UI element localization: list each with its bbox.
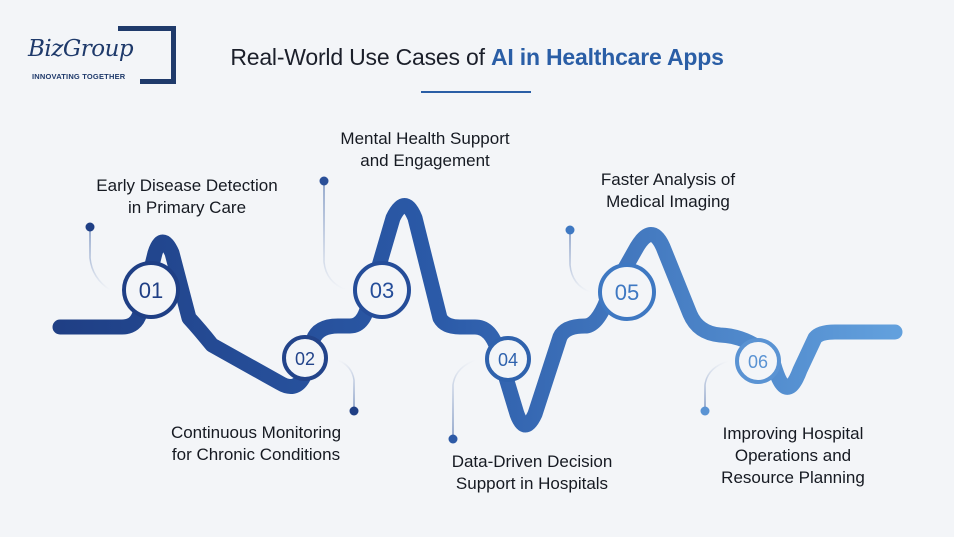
step-number-05: 05	[615, 280, 639, 305]
logo-wordmark: BizGroup	[28, 36, 136, 62]
connector-dot-06	[700, 406, 710, 416]
step-number-02: 02	[295, 349, 315, 369]
step-label-06: Improving Hospital Operations and Resour…	[688, 423, 898, 489]
step-number-06: 06	[748, 352, 768, 372]
step-marker-06: 06	[735, 338, 781, 384]
step-label-02-line1: Continuous Monitoring	[170, 423, 342, 442]
logo-tagline: INNOVATING TOGETHER	[32, 72, 126, 81]
step-label-02-line2: for Chronic Conditions	[171, 445, 341, 464]
connector-dot-04	[448, 434, 458, 444]
step-label-01: Early Disease Detection in Primary Care	[62, 175, 312, 219]
page-title: Real-World Use Cases of AI in Healthcare…	[0, 44, 954, 71]
connector-dot-05	[565, 225, 575, 235]
wave-line	[52, 198, 903, 433]
step-label-03-line2: and Engagement	[360, 151, 490, 170]
step-label-01-line2: in Primary Care	[127, 198, 247, 217]
bizgroup-logo: BizGroup INNOVATING TOGETHER	[22, 24, 176, 88]
connector-lines	[85, 176, 729, 444]
connector-dot-03	[319, 176, 329, 186]
step-number-04: 04	[498, 350, 518, 370]
connector-dot-02	[349, 406, 359, 416]
title-highlight: AI in Healthcare Apps	[490, 44, 724, 70]
step-label-01-line1: Early Disease Detection	[96, 176, 278, 195]
step-label-03-line1: Mental Health Support	[340, 129, 510, 148]
title-prefix: Real-World Use Cases of	[230, 44, 491, 70]
step-marker-05: 05	[598, 263, 656, 321]
step-label-06-line1: Improving Hospital	[722, 424, 864, 443]
step-marker-01: 01	[122, 261, 180, 319]
step-label-03: Mental Health Support and Engagement	[305, 128, 545, 172]
step-label-04-line1: Data-Driven Decision	[451, 452, 613, 471]
step-label-02: Continuous Monitoring for Chronic Condit…	[141, 422, 371, 466]
logo-frame	[118, 26, 176, 84]
step-label-04: Data-Driven Decision Support in Hospital…	[422, 451, 642, 495]
step-marker-04: 04	[485, 336, 531, 382]
step-number-03: 03	[370, 278, 394, 303]
title-underline	[421, 91, 531, 93]
step-marker-03: 03	[353, 261, 411, 319]
step-number-01: 01	[139, 278, 163, 303]
step-label-04-line2: Support in Hospitals	[455, 474, 609, 493]
step-label-06-line3: Resource Planning	[721, 468, 865, 487]
logo-frame-bottom	[140, 79, 176, 84]
step-label-05-line1: Faster Analysis of	[600, 170, 736, 189]
step-marker-02: 02	[282, 335, 328, 381]
connector-dot-01	[85, 222, 95, 232]
step-label-06-line2: Operations and	[734, 446, 852, 465]
step-label-05: Faster Analysis of Medical Imaging	[568, 169, 768, 213]
step-label-05-line2: Medical Imaging	[606, 192, 730, 211]
